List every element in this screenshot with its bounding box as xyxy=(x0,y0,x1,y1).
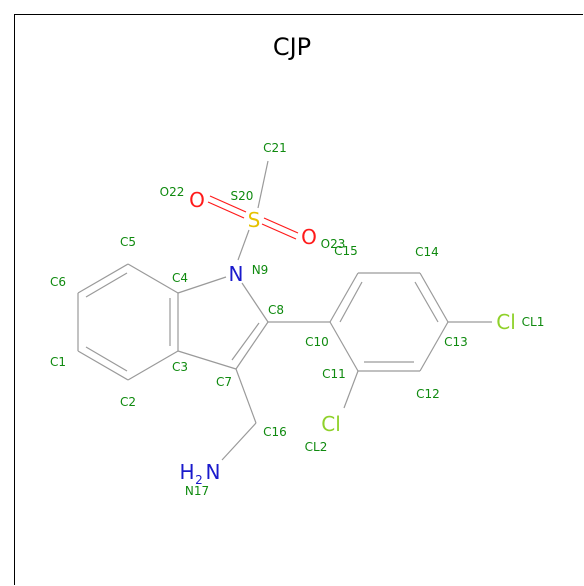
bond-c10-c15 xyxy=(329,272,359,323)
bond-c7-c16 xyxy=(235,368,257,424)
label-c5: C5 xyxy=(120,235,136,249)
diagram-frame xyxy=(14,14,583,585)
label-c7: C7 xyxy=(216,375,232,389)
label-c6: C6 xyxy=(50,275,66,289)
label-n9: N9 xyxy=(252,263,269,277)
label-o22: O22 xyxy=(160,185,185,199)
label-c3: C3 xyxy=(172,360,188,374)
label-c2: C2 xyxy=(120,395,136,409)
bond-c13-c12 xyxy=(419,321,449,372)
atom-o23-symbol: O xyxy=(301,225,317,249)
label-c1: C1 xyxy=(50,355,66,369)
bond-s20-c21 xyxy=(257,160,269,209)
label-c21: C21 xyxy=(263,141,287,155)
bond-c2-c3 xyxy=(127,350,179,381)
atom-n17-n-symbol: N xyxy=(206,460,221,484)
bond-s20-o22-a xyxy=(209,195,247,213)
label-o23: O23 xyxy=(321,237,346,251)
atom-s20-symbol: S xyxy=(248,208,261,232)
bond-c1-c2-inner xyxy=(85,346,128,372)
label-n17: N17 xyxy=(185,484,209,498)
bond-c1-c2 xyxy=(77,350,129,381)
label-c15: C15 xyxy=(334,244,358,258)
label-c14: C14 xyxy=(415,245,439,259)
atom-cl2-symbol: Cl xyxy=(321,412,341,436)
bond-c14-c13 xyxy=(419,272,449,323)
label-cl2: CL2 xyxy=(305,440,328,454)
atom-o22-symbol: O xyxy=(189,188,205,212)
molecule-title: CJP xyxy=(272,33,312,61)
label-c12: C12 xyxy=(416,387,440,401)
bond-c14-c13-inner xyxy=(414,281,439,323)
bond-s20-o22-b xyxy=(207,201,245,219)
bond-c8-c7-inner xyxy=(231,322,260,361)
label-c10: C10 xyxy=(305,335,329,349)
bond-lines xyxy=(77,160,492,461)
bond-c11-cl2 xyxy=(343,370,359,409)
bond-c16-n17 xyxy=(221,422,257,461)
atom-n17-subscript: 2 xyxy=(195,473,203,487)
bond-c4-c5 xyxy=(127,263,179,294)
atom-n9-symbol: N xyxy=(229,262,244,286)
bond-c7-c3 xyxy=(177,350,237,370)
bond-c10-c15-inner xyxy=(339,281,363,323)
label-cl1: CL1 xyxy=(522,315,545,329)
label-s20: S20 xyxy=(231,189,254,203)
bond-s20-o23-b xyxy=(261,223,297,240)
bond-c4-n9 xyxy=(177,276,227,294)
label-c11: C11 xyxy=(322,367,346,381)
bond-c5-c6 xyxy=(77,263,129,294)
label-c4: C4 xyxy=(172,271,188,285)
bond-s20-o23-a xyxy=(263,217,299,234)
label-c16: C16 xyxy=(263,425,287,439)
label-c8: C8 xyxy=(268,303,284,317)
atom-n17-h-symbol: H xyxy=(179,460,194,484)
bond-c8-c7 xyxy=(235,321,269,370)
atom-cl1-symbol: Cl xyxy=(496,310,516,334)
bond-n9-s20 xyxy=(237,229,250,261)
bond-n9-c8 xyxy=(241,282,269,323)
label-c13: C13 xyxy=(444,335,468,349)
bond-c5-c6-inner xyxy=(85,272,128,298)
bond-c11-c10 xyxy=(329,321,359,372)
